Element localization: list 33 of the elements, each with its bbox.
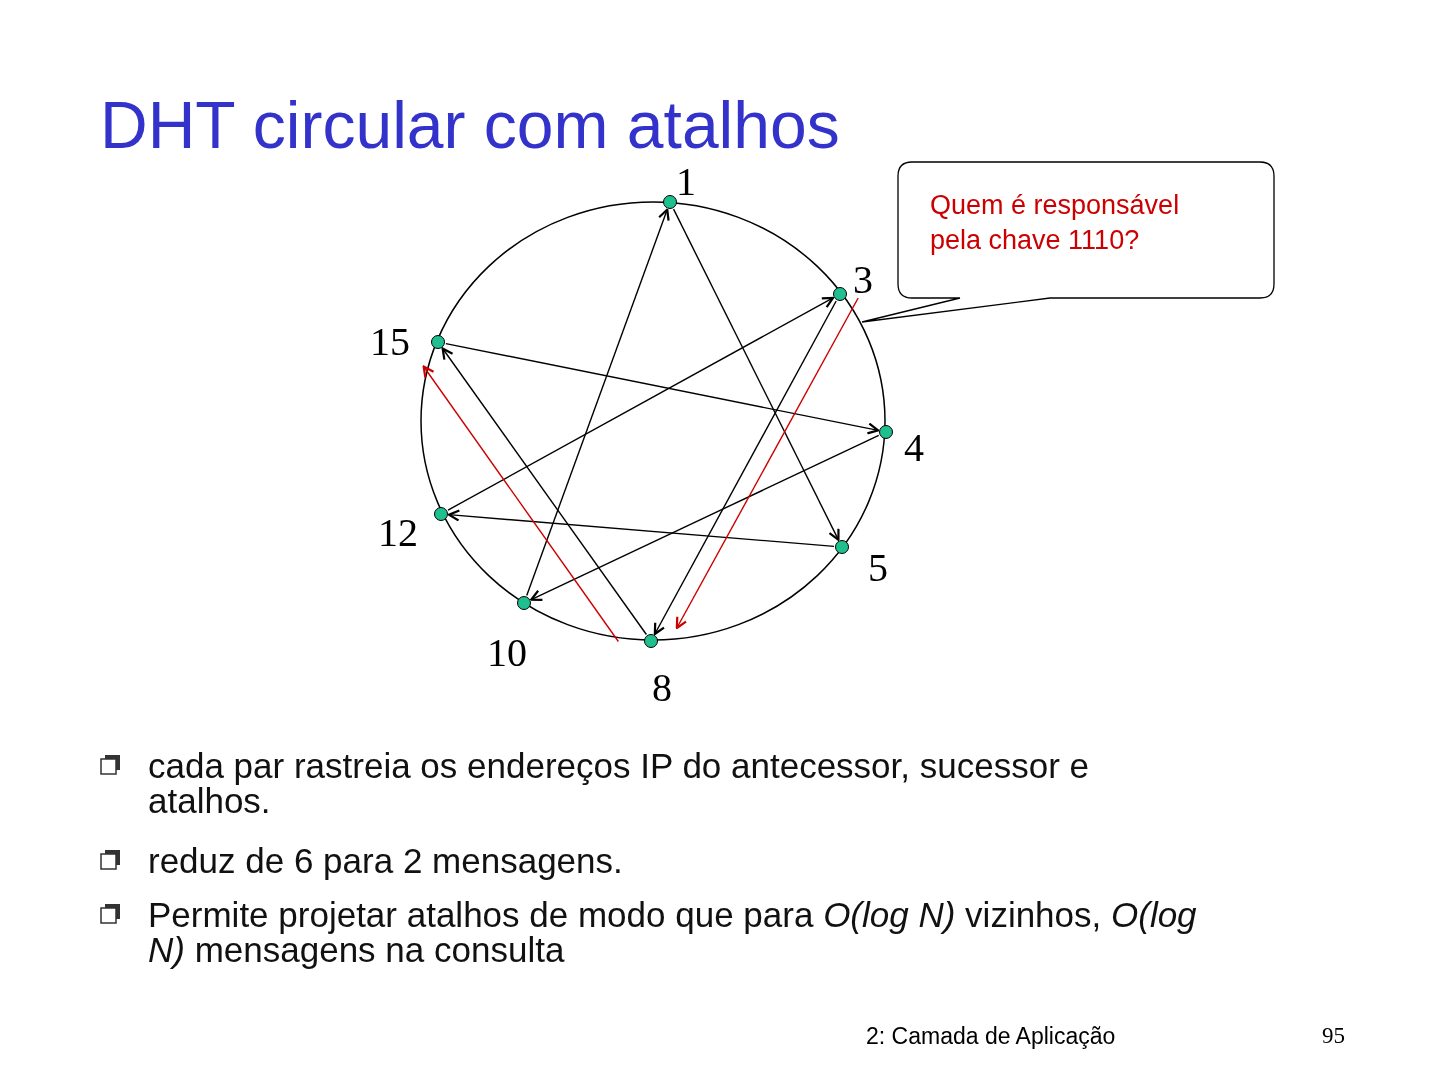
arrow [447,509,835,548]
footer-text: 2: Camada de Aplicação [866,1023,1116,1050]
peer-id: 1 [676,162,696,202]
peer-dot [434,507,448,521]
peer-id: 10 [487,633,527,673]
arrow [422,365,620,643]
arrow [653,300,837,636]
arrow [445,342,880,435]
bullet-text: Permite projetar atalhos de modo que para O(log N) vizinhos, O(log N) mensagens na consulta [148,897,1198,967]
peer-id: 4 [904,428,924,468]
arrow [526,208,670,597]
peer-dot [663,195,677,209]
peer-dot [517,596,531,610]
peer-dot [833,287,847,301]
bullet-text: cada par rastreia os endereços IP do antecessor, sucessor e atalhos. [148,748,1090,818]
peer-id: 3 [853,260,873,300]
callout-text: Quem é responsável pela chave 1110? [930,189,1181,258]
peer-id: 15 [370,322,410,362]
peer-id: 12 [378,513,418,553]
peer-dot [644,634,658,648]
page-number: 95 [1322,1023,1345,1049]
peer-dot [879,425,893,439]
peer-dot [835,540,849,554]
peer-dot [431,335,445,349]
arrow [675,297,859,630]
arrow [447,296,835,511]
peer-id: 8 [652,668,672,708]
arrow [441,347,648,636]
peer-id: 5 [868,548,888,588]
arrow [530,434,880,601]
bullet-text: reduz de 6 para 2 mensagens. [148,843,624,878]
slide-title: DHT circular com atalhos [100,92,840,158]
arrow [672,208,840,541]
